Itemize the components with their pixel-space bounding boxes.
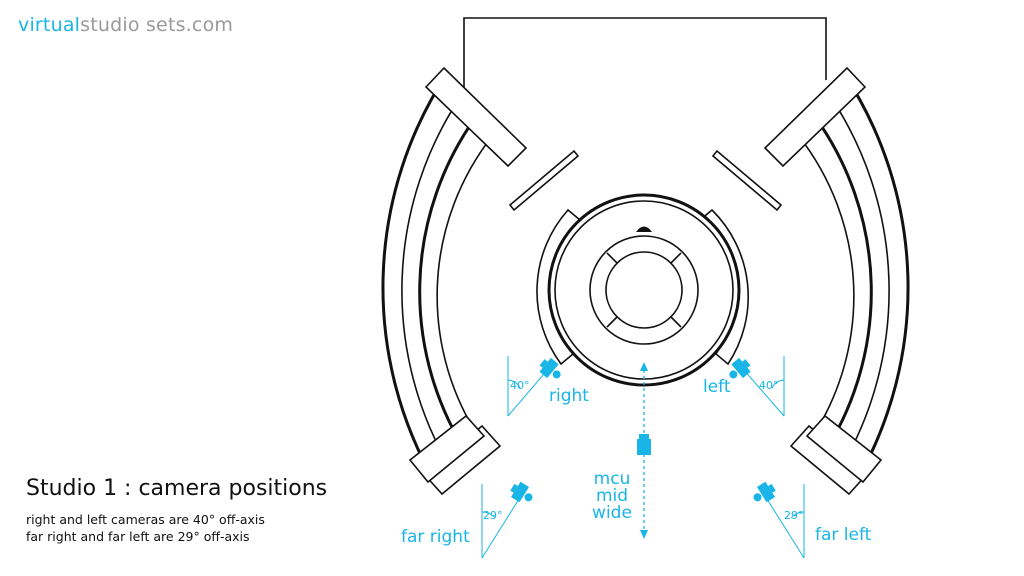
far-right-angle-label: 29°	[483, 509, 503, 522]
caption-line-2: far right and far left are 29° off-axis	[26, 529, 250, 544]
left-label: left	[703, 377, 731, 397]
center-label-mid: mid	[596, 486, 628, 506]
camera-center	[637, 362, 651, 539]
far-right-label: far right	[401, 527, 470, 547]
center-label-wide: wide	[592, 503, 632, 523]
brand-logo: virtualstudio sets.com	[18, 14, 233, 36]
far-left-label: far left	[815, 525, 872, 545]
left-curved-walls	[381, 66, 528, 496]
back-wall	[463, 17, 827, 92]
camera-center-icon	[637, 434, 651, 455]
round-desk	[547, 193, 741, 387]
brand-accent: virtual	[18, 14, 81, 36]
right-label: right	[549, 386, 589, 406]
camera-far-right	[481, 481, 533, 559]
left-angle-label: 40°	[759, 379, 779, 392]
camera-left-icon	[729, 357, 751, 379]
camera-far-left	[753, 481, 805, 559]
right-panel	[711, 149, 783, 212]
right-angle-label: 40°	[510, 379, 530, 392]
center-label-mcu: mcu	[594, 469, 631, 489]
caption-line-1: right and left cameras are 40° off-axis	[26, 512, 265, 527]
far-left-angle-label: 29°	[784, 509, 804, 522]
right-curved-walls	[763, 66, 910, 496]
camera-right-icon	[539, 357, 561, 379]
caption: Studio 1 : camera positions right and le…	[26, 476, 327, 545]
camera-far-right-icon	[510, 481, 533, 503]
left-panel	[508, 149, 580, 212]
page-title: Studio 1 : camera positions	[26, 476, 328, 501]
brand-rest: studio sets.com	[80, 14, 234, 36]
camera-right	[507, 356, 561, 417]
camera-left	[729, 356, 785, 417]
camera-far-left-icon	[753, 481, 776, 503]
